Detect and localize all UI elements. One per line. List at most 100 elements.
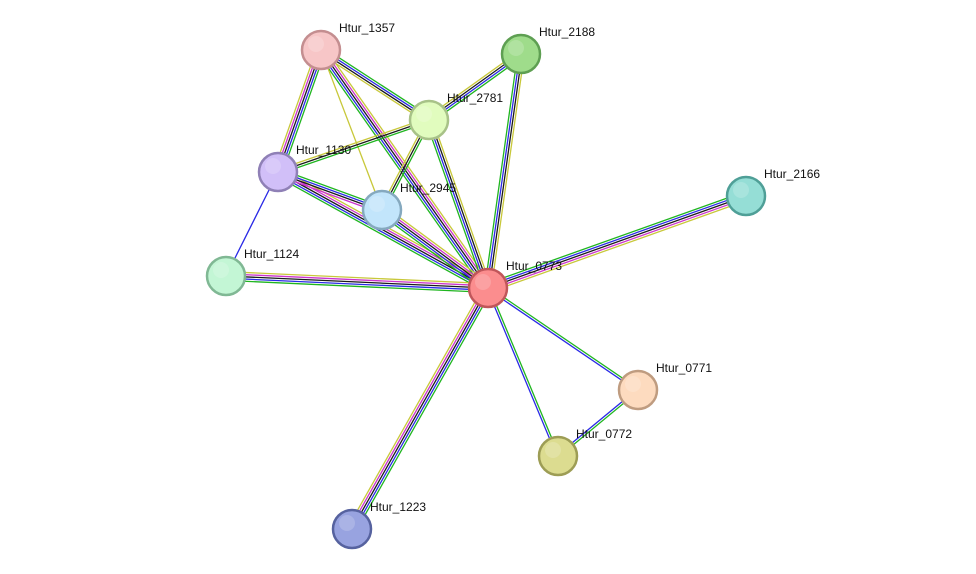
node-label: Htur_0773: [506, 259, 562, 273]
edge-line-green: [484, 53, 519, 288]
node-highlight: [308, 36, 324, 52]
edge-line-black: [487, 195, 747, 289]
edge-Htur_1357-Htur_1130: [273, 48, 326, 174]
edge-line-magenta: [382, 207, 490, 287]
edge-line-green: [488, 286, 639, 390]
edge-Htur_2781-Htur_1130: [277, 117, 430, 175]
edge-line-blue: [353, 288, 491, 531]
nodes-layer: Htur_0773 Htur_1357 Htur_2188Htur_2781Htur…: [205, 21, 820, 550]
node-label: Htur_2781: [447, 91, 503, 105]
edge-line-magenta: [349, 286, 487, 529]
node-circle[interactable]: [467, 267, 509, 309]
node-label: Htur_1130: [296, 143, 351, 157]
node-Htur_0772[interactable]: Htur_0772: [537, 427, 632, 477]
edge-line-black: [277, 49, 322, 173]
node-Htur_1130[interactable]: Htur_1130: [257, 143, 351, 193]
node-highlight: [475, 274, 491, 290]
node-label: Htur_2188: [539, 25, 595, 39]
node-circle[interactable]: [408, 99, 450, 141]
node-label: Htur_1124: [244, 247, 299, 261]
node-circle[interactable]: [205, 255, 247, 297]
node-label: Htur_2945: [400, 181, 456, 195]
node-Htur_1357[interactable]: Htur_1357: [300, 21, 395, 71]
edge-line-black: [320, 50, 429, 122]
edge-line-black: [320, 49, 489, 289]
edge-Htur_0773-Htur_2166: [486, 191, 748, 293]
node-highlight: [733, 182, 749, 198]
node-highlight: [416, 106, 432, 122]
edge-Htur_0773-Htur_1357: [316, 47, 493, 291]
edge-line-yellow: [324, 47, 493, 286]
node-Htur_2781[interactable]: Htur_2781: [408, 91, 503, 141]
edge-line-green: [379, 213, 486, 293]
node-circle[interactable]: [617, 369, 659, 411]
edge-line-green: [225, 279, 488, 294]
node-highlight: [369, 196, 385, 212]
node-highlight: [625, 376, 641, 392]
node-circle[interactable]: [500, 33, 542, 75]
edge-line-yellow: [318, 52, 428, 124]
edge-line-green: [425, 120, 486, 290]
node-circle[interactable]: [331, 508, 373, 550]
edge-line-yellow: [490, 54, 525, 289]
edge-line-yellow: [347, 285, 485, 528]
edge-line-blue: [279, 50, 324, 173]
node-label: Htur_2166: [764, 167, 820, 181]
edge-line-blue: [486, 53, 521, 288]
node-label: Htur_1357: [339, 21, 395, 35]
edge-Htur_1357-Htur_2945: [320, 49, 383, 211]
edge-Htur_0773-Htur_2945: [379, 205, 491, 293]
edge-line-blue: [486, 288, 558, 457]
edge-line-black: [381, 209, 489, 289]
node-Htur_0773[interactable]: Htur_0773: [467, 259, 562, 309]
edge-line-blue: [321, 48, 430, 120]
edge-Htur_0773-Htur_0772: [486, 287, 560, 457]
edge-line-black: [429, 119, 490, 288]
edge-line-magenta: [226, 273, 489, 287]
edge-line-yellow: [384, 205, 491, 285]
edge-Htur_0773-Htur_2188: [484, 53, 525, 289]
edge-Htur_0773-Htur_1223: [347, 285, 493, 532]
edge-line-green: [355, 289, 493, 532]
edge-line-blue: [427, 120, 488, 289]
node-Htur_1223[interactable]: Htur_1223: [331, 500, 426, 550]
edge-line-green: [488, 287, 560, 456]
edge-line-blue: [380, 211, 488, 291]
edge-Htur_1357-Htur_2781: [318, 46, 432, 124]
node-circle[interactable]: [300, 29, 342, 71]
edge-line-black: [277, 119, 430, 173]
node-highlight: [265, 158, 281, 174]
edge-line-blue: [487, 288, 638, 392]
node-highlight: [545, 442, 561, 458]
edge-line-green: [316, 52, 485, 291]
edge-line-yellow: [431, 118, 492, 288]
edge-Htur_0773-Htur_2781: [425, 118, 492, 290]
edge-line-green: [275, 175, 487, 293]
edge-line-yellow: [489, 199, 748, 293]
node-circle[interactable]: [361, 189, 403, 231]
node-circle[interactable]: [257, 151, 299, 193]
edge-line-green: [278, 121, 430, 175]
edge-line-blue: [487, 193, 746, 287]
node-Htur_2166[interactable]: Htur_2166: [725, 167, 820, 217]
edge-line-black: [488, 54, 523, 289]
edge-line-magenta: [275, 49, 320, 172]
node-Htur_2188[interactable]: Htur_2188: [500, 25, 595, 75]
node-highlight: [339, 515, 355, 531]
node-Htur_2945[interactable]: Htur_2945: [361, 181, 456, 231]
edge-line-green: [281, 51, 326, 174]
node-circle[interactable]: [725, 175, 767, 217]
node-Htur_1124[interactable]: Htur_1124: [205, 247, 299, 297]
node-label: Htur_0772: [576, 427, 632, 441]
edge-Htur_0773-Htur_0771: [487, 286, 639, 392]
edge-line-yellow: [320, 49, 383, 211]
node-circle[interactable]: [537, 435, 579, 477]
node-highlight: [508, 40, 524, 56]
edge-line-green: [322, 46, 432, 118]
edge-line-green: [486, 191, 745, 285]
edge-line-blue: [225, 277, 488, 291]
edge-Htur_0773-Htur_1124: [225, 270, 489, 294]
node-highlight: [213, 262, 229, 278]
node-Htur_0771[interactable]: Htur_0771: [617, 361, 712, 411]
